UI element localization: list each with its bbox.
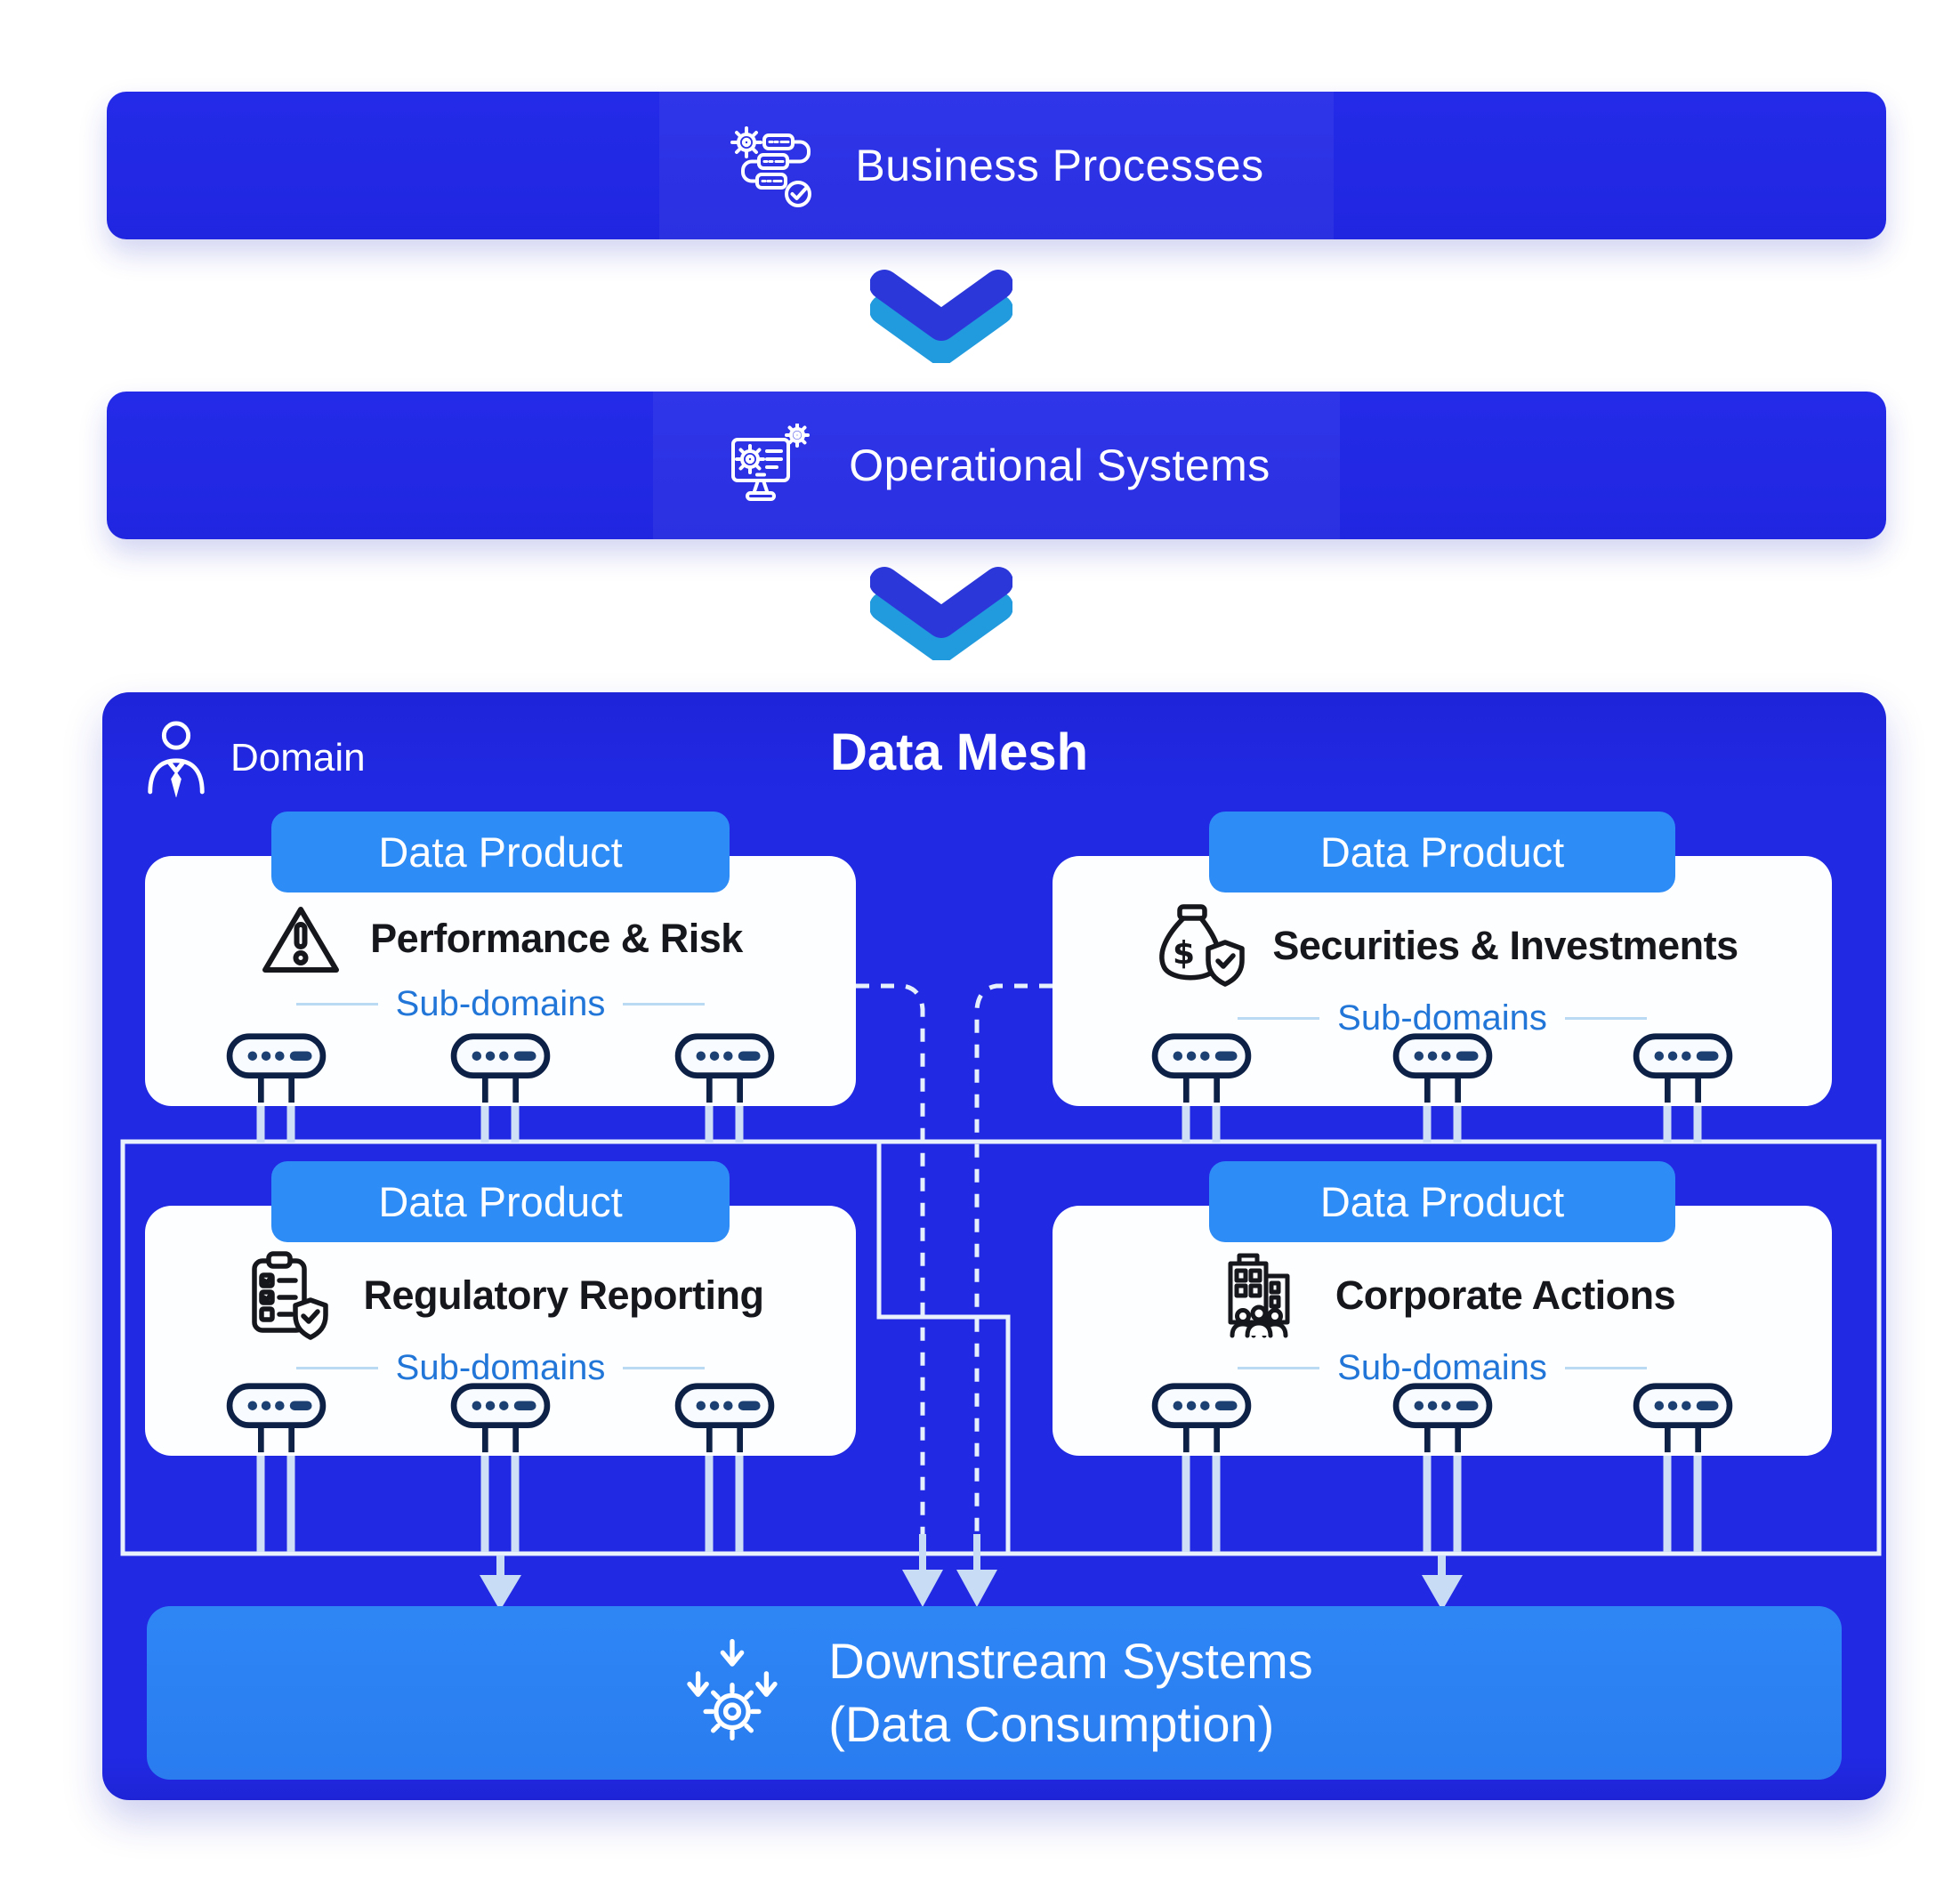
card-title: Performance & Risk [370,916,743,961]
subdomain-servers [1053,1382,1832,1455]
domain-boundary-box [120,1139,1882,1556]
data-product-card: Corporate Actions Sub-domains [1053,1206,1832,1456]
server-icon [1150,1382,1253,1455]
server-icon [225,1382,327,1455]
down-arrow [480,1534,1463,1611]
rule-line [1238,1017,1320,1020]
data-product-badge: Data Product [1209,812,1675,892]
dashed-connector [856,983,1053,1536]
subdomains-row: Sub-domains [1053,1348,1832,1388]
data-product-badge: Data Product [271,1161,730,1242]
business-processes-bar: Business Processes [107,92,1886,239]
server-icon [1632,1032,1734,1105]
business-processes-chip: Business Processes [659,92,1334,239]
chevron-down-icon [869,561,1013,663]
subdomains-row: Sub-domains [145,984,856,1024]
rule-line [1238,1367,1320,1369]
server-icon [1391,1032,1494,1105]
operational-systems-chip: Operational Systems [653,392,1340,539]
downstream-systems-label: Downstream Systems (Data Consumption) [828,1632,1313,1752]
rule-line [623,1367,706,1369]
data-mesh-title: Data Mesh [829,723,1089,781]
server-icon [449,1032,552,1105]
domain-group: Domain [141,714,366,802]
card-title: Regulatory Reporting [363,1272,764,1318]
step-connector-line [876,1142,1011,1554]
server-icon [673,1032,776,1105]
chevron-down-icon [869,263,1013,366]
rule-line [295,1367,378,1369]
monitor-gears-icon [722,424,811,507]
subdomains-row: Sub-domains [145,1348,856,1388]
server-icon [673,1382,776,1455]
operational-systems-bar: Operational Systems [107,392,1886,539]
card-title: Securities & Investments [1272,923,1738,968]
gear-download-icon [675,1634,789,1752]
data-product-badge: Data Product [271,812,730,892]
workflow-check-icon [729,121,818,210]
subdomains-label: Sub-domains [1337,1348,1547,1387]
rule-line [1564,1367,1647,1369]
person-tie-icon [141,714,211,802]
subdomains-label: Sub-domains [395,984,606,1023]
card-title: Corporate Actions [1335,1272,1676,1318]
subdomain-servers [145,1382,856,1455]
server-icon [449,1382,552,1455]
data-product-card: Regulatory Reporting Sub-domains [145,1206,856,1456]
downstream-systems-bar: Downstream Systems (Data Consumption) [147,1606,1842,1780]
data-product-badge: Data Product [1209,1161,1675,1242]
business-processes-label: Business Processes [855,141,1264,190]
connector-overlay [120,983,1882,1611]
server-icon [225,1032,327,1105]
server-connector-legs [256,1100,1702,1552]
data-product-card: $ Securities & Investments Sub-domains [1053,856,1832,1106]
data-product-card: Performance & Risk Sub-domains [145,856,856,1106]
rule-line [295,1003,378,1006]
rule-line [623,1003,706,1006]
warning-triangle-icon [258,901,343,977]
data-mesh-panel: Domain Data Mesh Data Product Data Produ… [102,692,1886,1800]
svg-text:$: $ [1173,935,1195,972]
subdomains-row: Sub-domains [1053,998,1832,1038]
server-icon [1150,1032,1253,1105]
server-icon [1632,1382,1734,1455]
rule-line [1564,1017,1647,1020]
domain-label: Domain [230,735,366,779]
server-icon [1391,1382,1494,1455]
subdomains-label: Sub-domains [395,1348,606,1387]
subdomains-label: Sub-domains [1337,998,1547,1038]
building-people-icon [1209,1250,1309,1341]
subdomain-servers [1053,1032,1832,1105]
subdomain-servers [145,1032,856,1105]
clipboard-checklist-shield-icon [237,1250,336,1341]
operational-systems-label: Operational Systems [849,440,1270,490]
money-bag-shield-icon: $ [1146,901,1246,991]
